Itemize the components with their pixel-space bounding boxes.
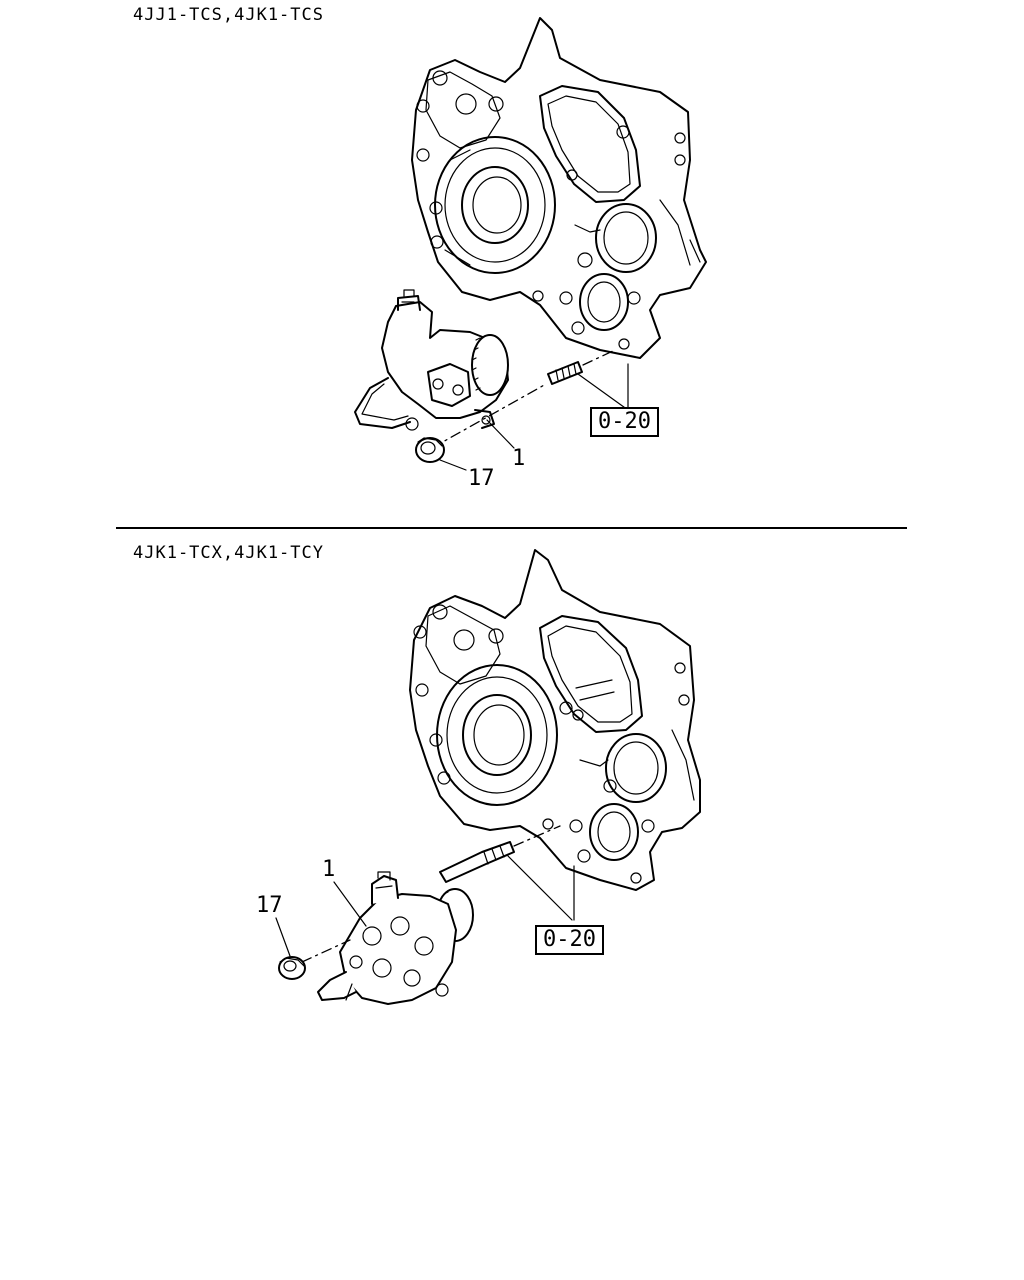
reference-box-bottom[interactable]: 0-20 bbox=[535, 925, 604, 955]
reference-box-top[interactable]: 0-20 bbox=[590, 407, 659, 437]
front-cover-housing-icon bbox=[411, 17, 707, 359]
flange-nut-icon bbox=[278, 956, 306, 980]
callout-pump-top: 1 bbox=[512, 446, 526, 471]
front-cover-housing-icon bbox=[409, 549, 701, 891]
leader-line-top-ref bbox=[577, 363, 629, 411]
assembly-axis-bottom-stud bbox=[513, 825, 561, 847]
callout-nut-bottom: 17 bbox=[256, 893, 283, 918]
assembly-axis-top-stud bbox=[582, 349, 616, 366]
leader-line-top-pump bbox=[486, 419, 515, 449]
leader-line-bottom-ref bbox=[507, 855, 575, 921]
flange-nut-icon bbox=[415, 437, 445, 463]
assembly-axis-bottom-nut bbox=[301, 939, 351, 963]
leader-line-bottom-nut bbox=[275, 917, 291, 957]
variant-title-top: 4JJ1-TCS,4JK1-TCS bbox=[133, 5, 324, 25]
leader-line-top-nut bbox=[439, 459, 467, 471]
callout-pump-bottom: 1 bbox=[322, 857, 336, 882]
stud-bolt-icon bbox=[439, 841, 515, 883]
callout-nut-top: 17 bbox=[468, 466, 495, 491]
section-divider bbox=[116, 527, 907, 529]
power-steering-pump-icon bbox=[317, 871, 474, 1005]
variant-title-bottom: 4JK1-TCX,4JK1-TCY bbox=[133, 543, 324, 563]
stud-bolt-icon bbox=[547, 361, 583, 385]
power-steering-pump-icon bbox=[354, 289, 509, 431]
leader-line-bottom-pump bbox=[333, 881, 367, 927]
assembly-axis-top-nut bbox=[431, 383, 547, 449]
